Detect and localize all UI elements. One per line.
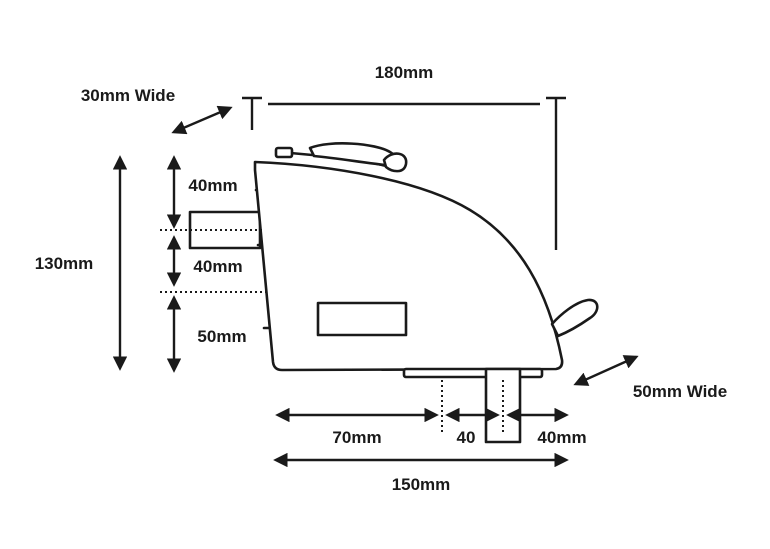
dimension-180: 180mm — [242, 63, 566, 250]
front-pull-tab — [550, 298, 599, 338]
label-bottom-total: 150mm — [392, 475, 451, 494]
label-bottom-right: 40mm — [537, 428, 586, 447]
bag-body — [253, 160, 564, 372]
dimension-strap-right: 50mm Wide — [573, 355, 727, 401]
saddle-bag-illustration — [188, 142, 599, 444]
label-strap-right-width: 50mm Wide — [633, 382, 727, 401]
label-height-total: 130mm — [35, 254, 94, 273]
label-segment-top: 40mm — [188, 176, 237, 195]
label-segment-bottom: 50mm — [197, 327, 246, 346]
pull-cord — [308, 142, 397, 167]
label-bottom-left: 70mm — [332, 428, 381, 447]
cord-anchor — [274, 146, 294, 159]
label-bottom-mid: 40 — [457, 428, 476, 447]
label-patch — [316, 301, 408, 337]
dimension-height: 130mm — [35, 155, 128, 371]
dimension-bottom: 70mm 40 40mm 150mm — [273, 380, 587, 494]
cord-toggle — [382, 152, 408, 173]
label-width-top: 180mm — [375, 63, 434, 82]
dimension-strap-left: 30mm Wide — [81, 86, 233, 135]
dimension-segments: 40mm 40mm 50mm — [160, 155, 266, 373]
label-segment-middle: 40mm — [193, 257, 242, 276]
label-strap-left-width: 30mm Wide — [81, 86, 175, 105]
